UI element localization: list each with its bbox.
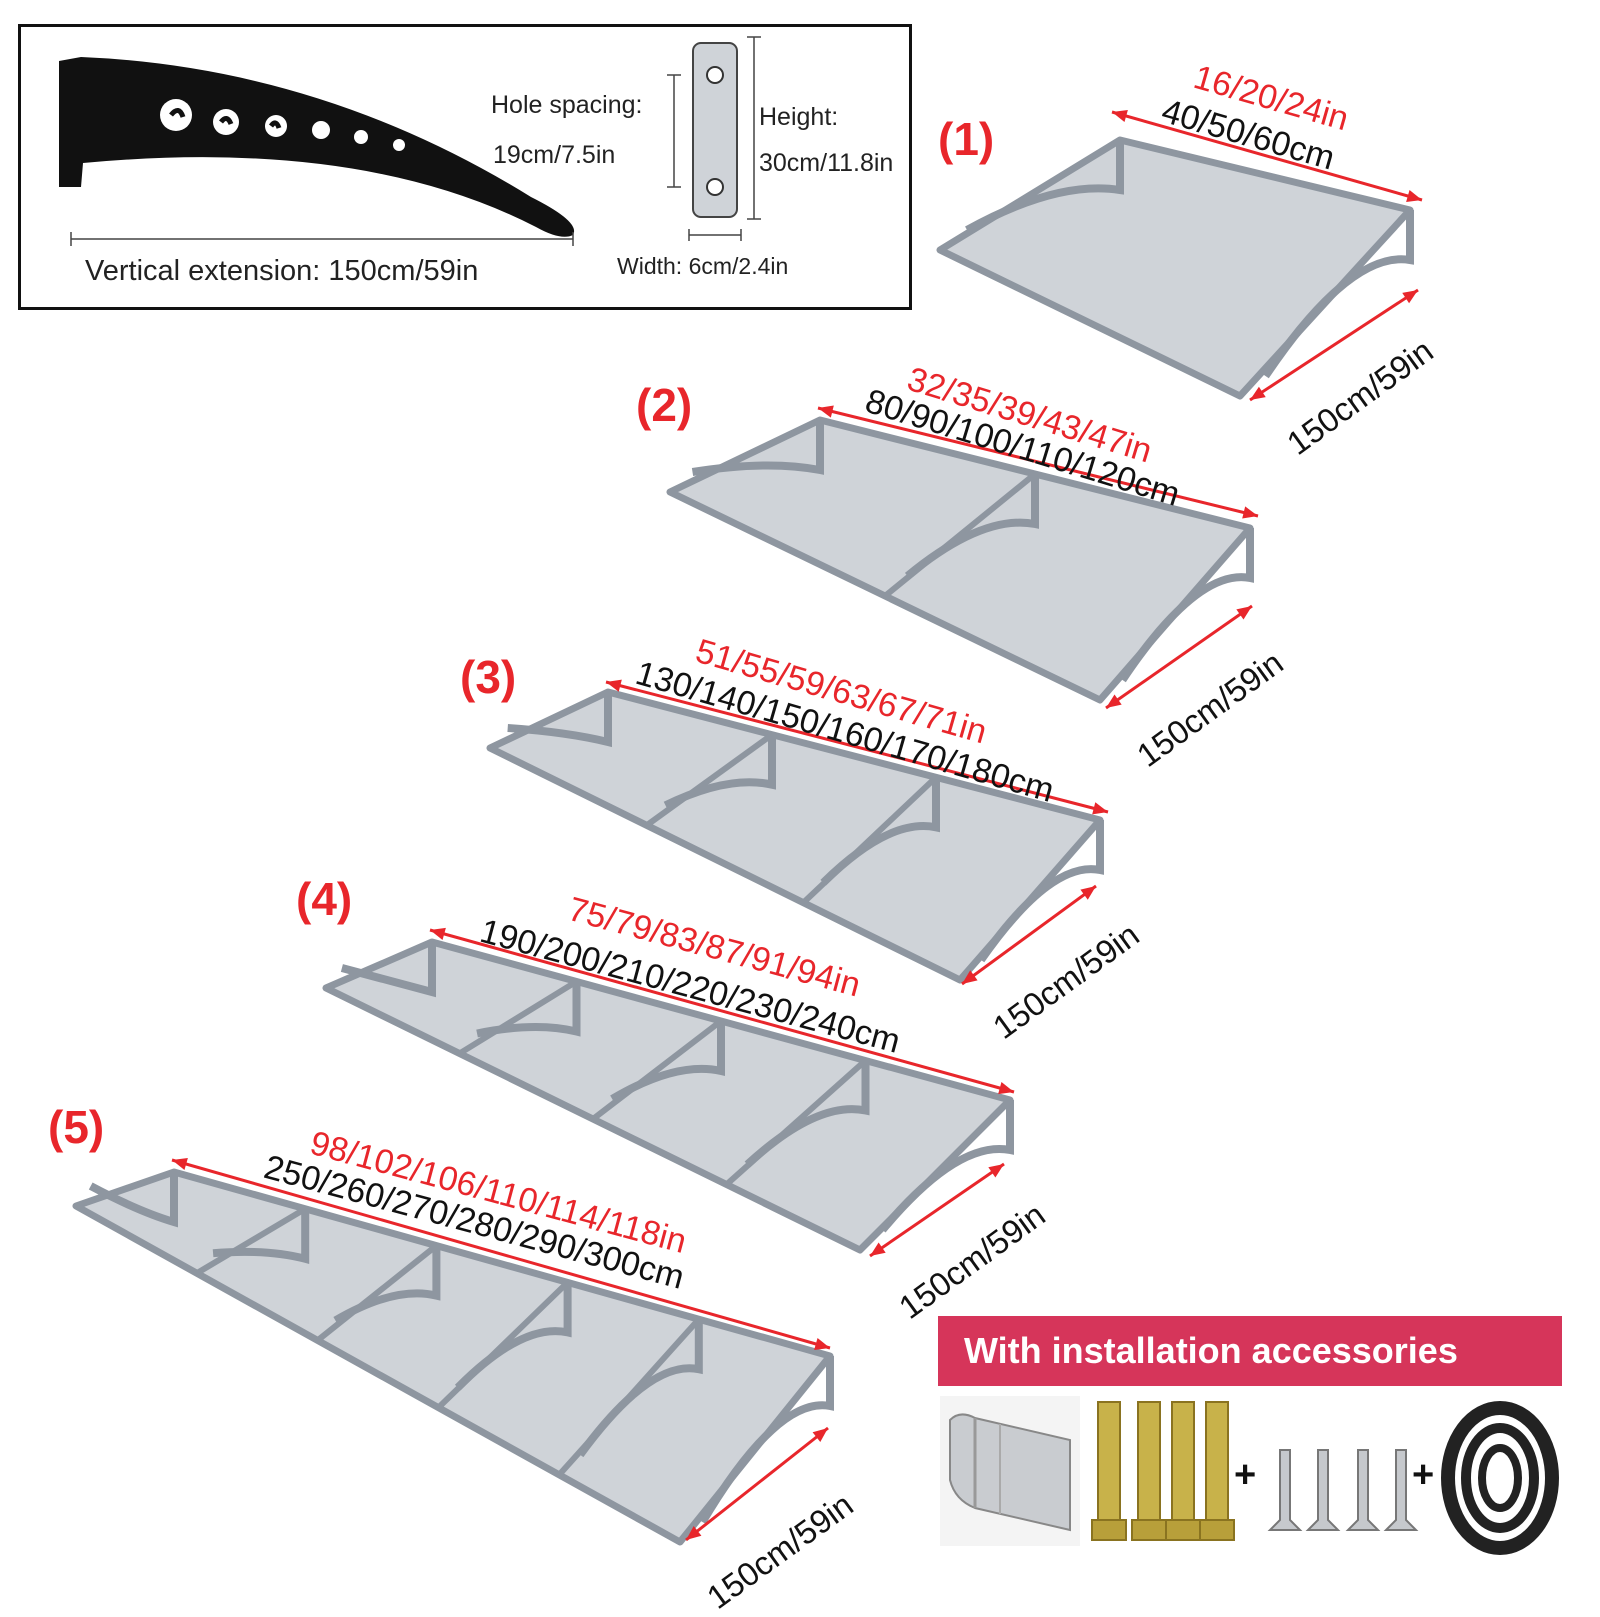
awning-1-depth-arrow-head: [1250, 386, 1266, 400]
awning-3-depth-arrow: [961, 884, 1097, 986]
awning-2-width-arrow-head: [818, 405, 834, 418]
awning-4-bracket: [610, 1021, 725, 1103]
awning-4-bracket: [879, 1100, 1014, 1233]
awning-4-width-arrow: [429, 928, 1015, 1094]
awning-5-divider: [195, 1206, 307, 1276]
awning-2-bracket: [1119, 528, 1254, 683]
mounting-plate: [692, 42, 738, 218]
rubber-seal-image: [1441, 1401, 1559, 1555]
plus-sign-1: +: [1234, 1454, 1257, 1496]
accessories-banner: With installation accessories: [938, 1316, 1562, 1386]
awning-2-width-arrow: [817, 406, 1259, 518]
awning-5-bracket: [454, 1282, 572, 1391]
awning-3-bracket: [977, 820, 1104, 963]
awning-1-width-arrow: [1111, 110, 1423, 202]
awning-4-depth-arrow-head: [870, 1242, 886, 1256]
awning-1-width-arrow-head: [1112, 110, 1128, 123]
awning-2-depth-arrow: [1105, 604, 1253, 710]
vertical-extension-label: Vertical extension: 150cm/59in: [85, 255, 479, 287]
awning-3-bracket: [507, 692, 612, 748]
awning-4-depth-arrow-head: [988, 1164, 1004, 1178]
awning-4-divider: [457, 978, 579, 1057]
awning-3-depth-arrow-head: [962, 970, 978, 984]
awning-5-bracket: [576, 1319, 703, 1458]
awning-3-width-arrow-head: [606, 679, 622, 692]
awning-3-bracket: [820, 777, 940, 886]
awning-3-width-arrow-head: [1092, 802, 1108, 815]
height-label: Height:: [759, 103, 839, 131]
awning-3-divider: [644, 732, 774, 828]
awning-3-depth-arrow-head: [1080, 886, 1096, 900]
awning-3-label: (3): [460, 651, 517, 703]
awning-1-bracket: [965, 140, 1124, 234]
aluminium-rail-image: [940, 1396, 1080, 1546]
awning-4-bracket: [340, 942, 436, 998]
awning-4-width-arrow-head: [998, 1082, 1014, 1095]
awning-1-label: (1): [938, 113, 995, 165]
awning-1-width-arrow-head: [1406, 189, 1422, 202]
awning-4-bracket: [744, 1060, 870, 1168]
awning-1-bracket: [1262, 210, 1414, 379]
awning-5-depth-arrow-head: [812, 1428, 828, 1443]
awning-4-depth-arrow: [869, 1162, 1005, 1258]
awning-5-depth-arrow-head: [686, 1525, 702, 1540]
awning-5-bracket: [212, 1208, 310, 1264]
awning-4-divider: [591, 1018, 723, 1122]
awning-1-depth-arrow-head: [1402, 290, 1418, 304]
awning-2-depth-arrow-head: [1236, 606, 1252, 620]
awning-3-width-arrow: [605, 680, 1109, 814]
hole-spacing-value: 19cm/7.5in: [493, 141, 616, 169]
awning-5-bracket: [699, 1356, 834, 1525]
height-value: 30cm/11.8in: [759, 149, 894, 177]
bracket-scroll-curls: [169, 108, 282, 129]
awning-2-label: (2): [636, 379, 693, 431]
screws-image: [1267, 1449, 1419, 1531]
awning-4-width-arrow-head: [430, 927, 446, 940]
awning-1-depth-arrow: [1249, 288, 1419, 402]
awning-5-divider: [315, 1243, 439, 1343]
width-value: Width: 6cm/2.4in: [617, 253, 789, 279]
bracket-scrolls: [160, 99, 405, 151]
bracket-illustration: [59, 36, 761, 246]
awning-2-width-arrow-head: [1242, 506, 1258, 519]
awning-5-width-arrow-head: [814, 1337, 830, 1350]
plus-sign-2: +: [1412, 1454, 1435, 1496]
awning-5-label: (5): [48, 1101, 105, 1153]
awning-5-depth-arrow: [685, 1426, 829, 1542]
plate-hole-top: [706, 66, 724, 84]
awning-2-bracket: [904, 474, 1039, 580]
awning-5-width-arrow-head: [172, 1158, 188, 1171]
awning-4-label: (4): [296, 873, 353, 925]
awning-2-depth-arrow-head: [1106, 694, 1122, 708]
bracket-arm: [59, 57, 575, 237]
awning-3-bracket: [663, 734, 776, 809]
awning-4-bracket: [476, 981, 581, 1038]
bracket-spec-box: Hole spacing: 19cm/7.5in Height: 30cm/11…: [18, 24, 912, 310]
awning-2-bracket: [691, 420, 824, 476]
awning-5-bracket: [88, 1172, 178, 1228]
awning-5-bracket: [333, 1245, 441, 1324]
plate-hole-bottom: [706, 178, 724, 196]
hole-spacing-label: Hole spacing:: [491, 91, 643, 119]
expansion-bolts-image: [1091, 1401, 1235, 1541]
awning-5-width-arrow: [171, 1158, 831, 1350]
